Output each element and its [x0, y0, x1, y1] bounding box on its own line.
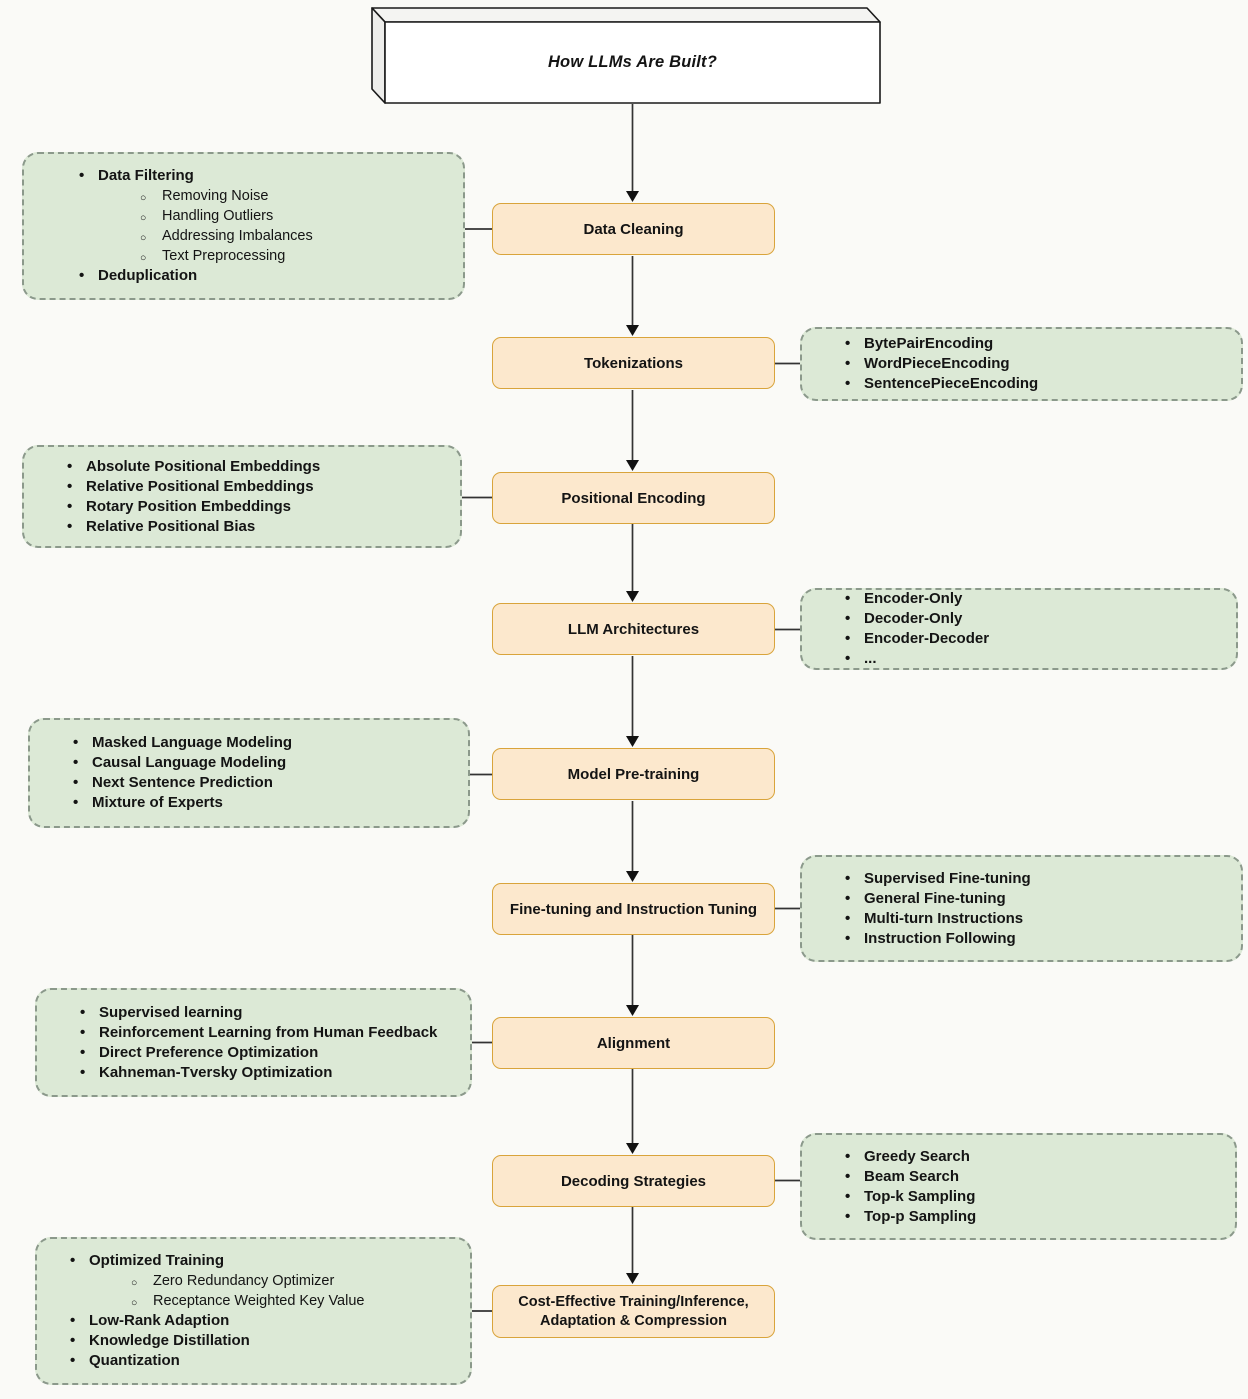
- note-item: Absolute Positional Embeddings: [64, 457, 450, 477]
- note-item: Handling Outliers: [76, 206, 453, 228]
- note-list: Absolute Positional EmbeddingsRelative P…: [24, 457, 460, 537]
- note-finetuning-types: Supervised Fine-tuningGeneral Fine-tunin…: [800, 855, 1243, 962]
- note-item: Next Sentence Prediction: [70, 773, 458, 793]
- note-item: Supervised learning: [77, 1003, 460, 1023]
- note-item: Instruction Following: [842, 929, 1231, 949]
- note-item: Decoder-Only: [842, 609, 1226, 629]
- note-item: Direct Preference Optimization: [77, 1043, 460, 1063]
- note-item: Knowledge Distillation: [67, 1331, 460, 1351]
- note-architecture-types: Encoder-OnlyDecoder-OnlyEncoder-Decoder.…: [800, 588, 1238, 670]
- note-list: Optimized TrainingZero Redundancy Optimi…: [37, 1251, 470, 1371]
- note-list: Masked Language ModelingCausal Language …: [30, 733, 468, 813]
- note-item: Top-k Sampling: [842, 1187, 1225, 1207]
- note-item: Low-Rank Adaption: [67, 1311, 460, 1331]
- note-pretraining-objectives: Masked Language ModelingCausal Language …: [28, 718, 470, 828]
- note-item: Masked Language Modeling: [70, 733, 458, 753]
- note-item: Greedy Search: [842, 1147, 1225, 1167]
- stage-tokenizations: Tokenizations: [492, 337, 775, 389]
- note-item: Rotary Position Embeddings: [64, 497, 450, 517]
- note-item: BytePairEncoding: [842, 334, 1231, 354]
- note-list: Greedy SearchBeam SearchTop-k SamplingTo…: [802, 1147, 1235, 1227]
- note-item: Encoder-Only: [842, 589, 1226, 609]
- diagram-title: How LLMs Are Built?: [547, 53, 718, 71]
- stage-cost-effective: Cost-Effective Training/Inference, Adapt…: [492, 1285, 775, 1338]
- note-decoding-methods: Greedy SearchBeam SearchTop-k SamplingTo…: [800, 1133, 1237, 1240]
- note-item: Kahneman-Tversky Optimization: [77, 1063, 460, 1083]
- note-item: Relative Positional Embeddings: [64, 477, 450, 497]
- note-item: Optimized Training: [67, 1251, 460, 1271]
- note-item: Encoder-Decoder: [842, 629, 1226, 649]
- note-data-cleaning-details: Data FilteringRemoving NoiseHandling Out…: [22, 152, 465, 300]
- stage-model-pretraining: Model Pre-training: [492, 748, 775, 800]
- note-item: Addressing Imbalances: [76, 226, 453, 248]
- note-item: General Fine-tuning: [842, 889, 1231, 909]
- title-cube-shape: [371, 7, 881, 104]
- note-item: Deduplication: [76, 266, 453, 286]
- note-item: Zero Redundancy Optimizer: [67, 1271, 460, 1293]
- note-item: Removing Noise: [76, 186, 453, 208]
- note-item: Relative Positional Bias: [64, 517, 450, 537]
- note-item: Text Preprocessing: [76, 246, 453, 268]
- note-item: Receptance Weighted Key Value: [67, 1291, 460, 1313]
- note-list: Encoder-OnlyDecoder-OnlyEncoder-Decoder.…: [802, 589, 1236, 669]
- stage-data-cleaning: Data Cleaning: [492, 203, 775, 255]
- note-positional-embedding-types: Absolute Positional EmbeddingsRelative P…: [22, 445, 462, 548]
- note-item: Top-p Sampling: [842, 1207, 1225, 1227]
- note-list: Supervised learningReinforcement Learnin…: [37, 1003, 470, 1083]
- note-item: Mixture of Experts: [70, 793, 458, 813]
- note-item: ...: [842, 649, 1226, 669]
- note-item: Causal Language Modeling: [70, 753, 458, 773]
- note-list: Data FilteringRemoving NoiseHandling Out…: [24, 166, 463, 286]
- stage-decoding-strategies: Decoding Strategies: [492, 1155, 775, 1207]
- note-item: Quantization: [67, 1351, 460, 1371]
- note-alignment-methods: Supervised learningReinforcement Learnin…: [35, 988, 472, 1097]
- stage-positional-encoding: Positional Encoding: [492, 472, 775, 524]
- note-item: Beam Search: [842, 1167, 1225, 1187]
- stage-llm-architectures: LLM Architectures: [492, 603, 775, 655]
- note-list: BytePairEncodingWordPieceEncodingSentenc…: [802, 334, 1241, 394]
- note-tokenization-methods: BytePairEncodingWordPieceEncodingSentenc…: [800, 327, 1243, 401]
- note-item: Data Filtering: [76, 166, 453, 186]
- note-item: Multi-turn Instructions: [842, 909, 1231, 929]
- note-list: Supervised Fine-tuningGeneral Fine-tunin…: [802, 869, 1241, 949]
- stage-alignment: Alignment: [492, 1017, 775, 1069]
- note-item: Reinforcement Learning from Human Feedba…: [77, 1023, 460, 1043]
- stage-finetuning-instruction-tuning: Fine-tuning and Instruction Tuning: [492, 883, 775, 935]
- note-item: Supervised Fine-tuning: [842, 869, 1231, 889]
- note-item: SentencePieceEncoding: [842, 374, 1231, 394]
- note-item: WordPieceEncoding: [842, 354, 1231, 374]
- note-efficiency-techniques: Optimized TrainingZero Redundancy Optimi…: [35, 1237, 472, 1385]
